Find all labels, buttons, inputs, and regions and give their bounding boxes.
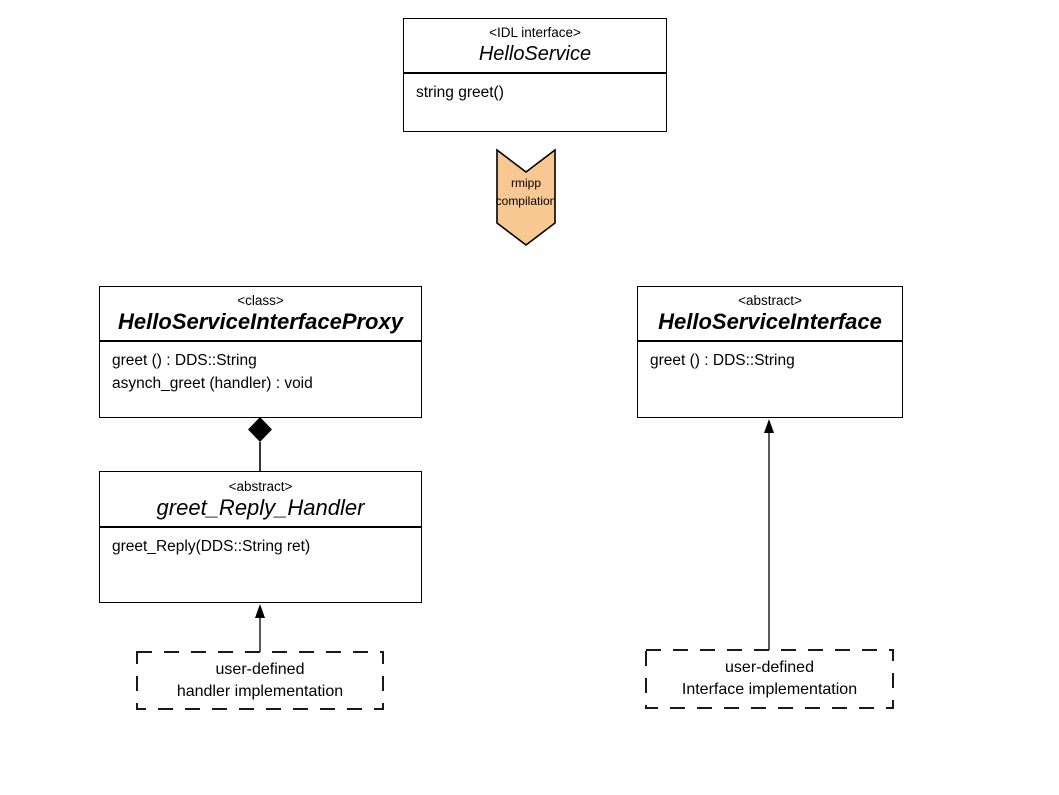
interface-impl-dashed-box bbox=[645, 649, 894, 709]
idl-interface-class-box: <IDL interface> HelloService string gree… bbox=[403, 18, 667, 132]
service-interface-header: <abstract> HelloServiceInterface bbox=[638, 287, 902, 342]
handler-impl-arrowhead-icon bbox=[255, 604, 265, 618]
proxy-class-box: <class> HelloServiceInterfaceProxy greet… bbox=[99, 286, 422, 418]
compilation-label-line2: compilation bbox=[495, 194, 557, 208]
interface-impl-line2: Interface implementation bbox=[681, 681, 858, 698]
reply-handler-header: <abstract> greet_Reply_Handler bbox=[100, 472, 421, 528]
reply-handler-class-box: <abstract> greet_Reply_Handler greet_Rep… bbox=[99, 471, 422, 603]
method-item: greet () : DDS::String bbox=[112, 352, 257, 369]
interface-impl-arrowhead-icon bbox=[764, 419, 774, 433]
reply-handler-stereotype: <abstract> bbox=[228, 478, 293, 494]
idl-interface-stereotype: <IDL interface> bbox=[489, 25, 581, 40]
proxy-name: HelloServiceInterfaceProxy bbox=[118, 309, 403, 334]
method-item: asynch_greet (handler) : void bbox=[112, 375, 313, 392]
handler-impl-label: user-defined handler implementation bbox=[137, 652, 383, 709]
reply-handler-name: greet_Reply_Handler bbox=[156, 494, 365, 520]
method-item: greet () : DDS::String bbox=[650, 352, 795, 369]
service-interface-name: HelloServiceInterface bbox=[658, 309, 882, 334]
idl-interface-name: HelloService bbox=[478, 43, 592, 65]
compilation-arrow-label: rmipp compilation bbox=[446, 174, 606, 210]
idl-interface-header: <IDL interface> HelloService bbox=[404, 19, 666, 74]
interface-impl-line1: user-defined bbox=[725, 659, 814, 676]
composition-diamond-icon bbox=[248, 417, 272, 442]
service-interface-methods: greet () : DDS::String bbox=[638, 342, 902, 417]
service-interface-class-box: <abstract> HelloServiceInterface greet (… bbox=[637, 286, 903, 418]
method-item: string greet() bbox=[416, 84, 504, 101]
interface-impl-label: user-defined Interface implementation bbox=[646, 650, 893, 708]
handler-impl-dashed-box bbox=[136, 651, 384, 710]
reply-handler-methods: greet_Reply(DDS::String ret) bbox=[100, 528, 421, 602]
proxy-stereotype: <class> bbox=[237, 293, 284, 308]
proxy-header: <class> HelloServiceInterfaceProxy bbox=[100, 287, 421, 342]
compilation-label-line1: rmipp bbox=[510, 176, 541, 190]
method-item: greet_Reply(DDS::String ret) bbox=[112, 538, 311, 555]
service-interface-stereotype: <abstract> bbox=[738, 293, 802, 308]
handler-impl-line1: user-defined bbox=[215, 660, 305, 678]
proxy-methods: greet () : DDS::String asynch_greet (han… bbox=[100, 342, 421, 417]
handler-impl-line2: handler implementation bbox=[176, 682, 344, 700]
idl-interface-methods: string greet() bbox=[404, 74, 666, 131]
compilation-chevron-icon bbox=[496, 148, 556, 247]
